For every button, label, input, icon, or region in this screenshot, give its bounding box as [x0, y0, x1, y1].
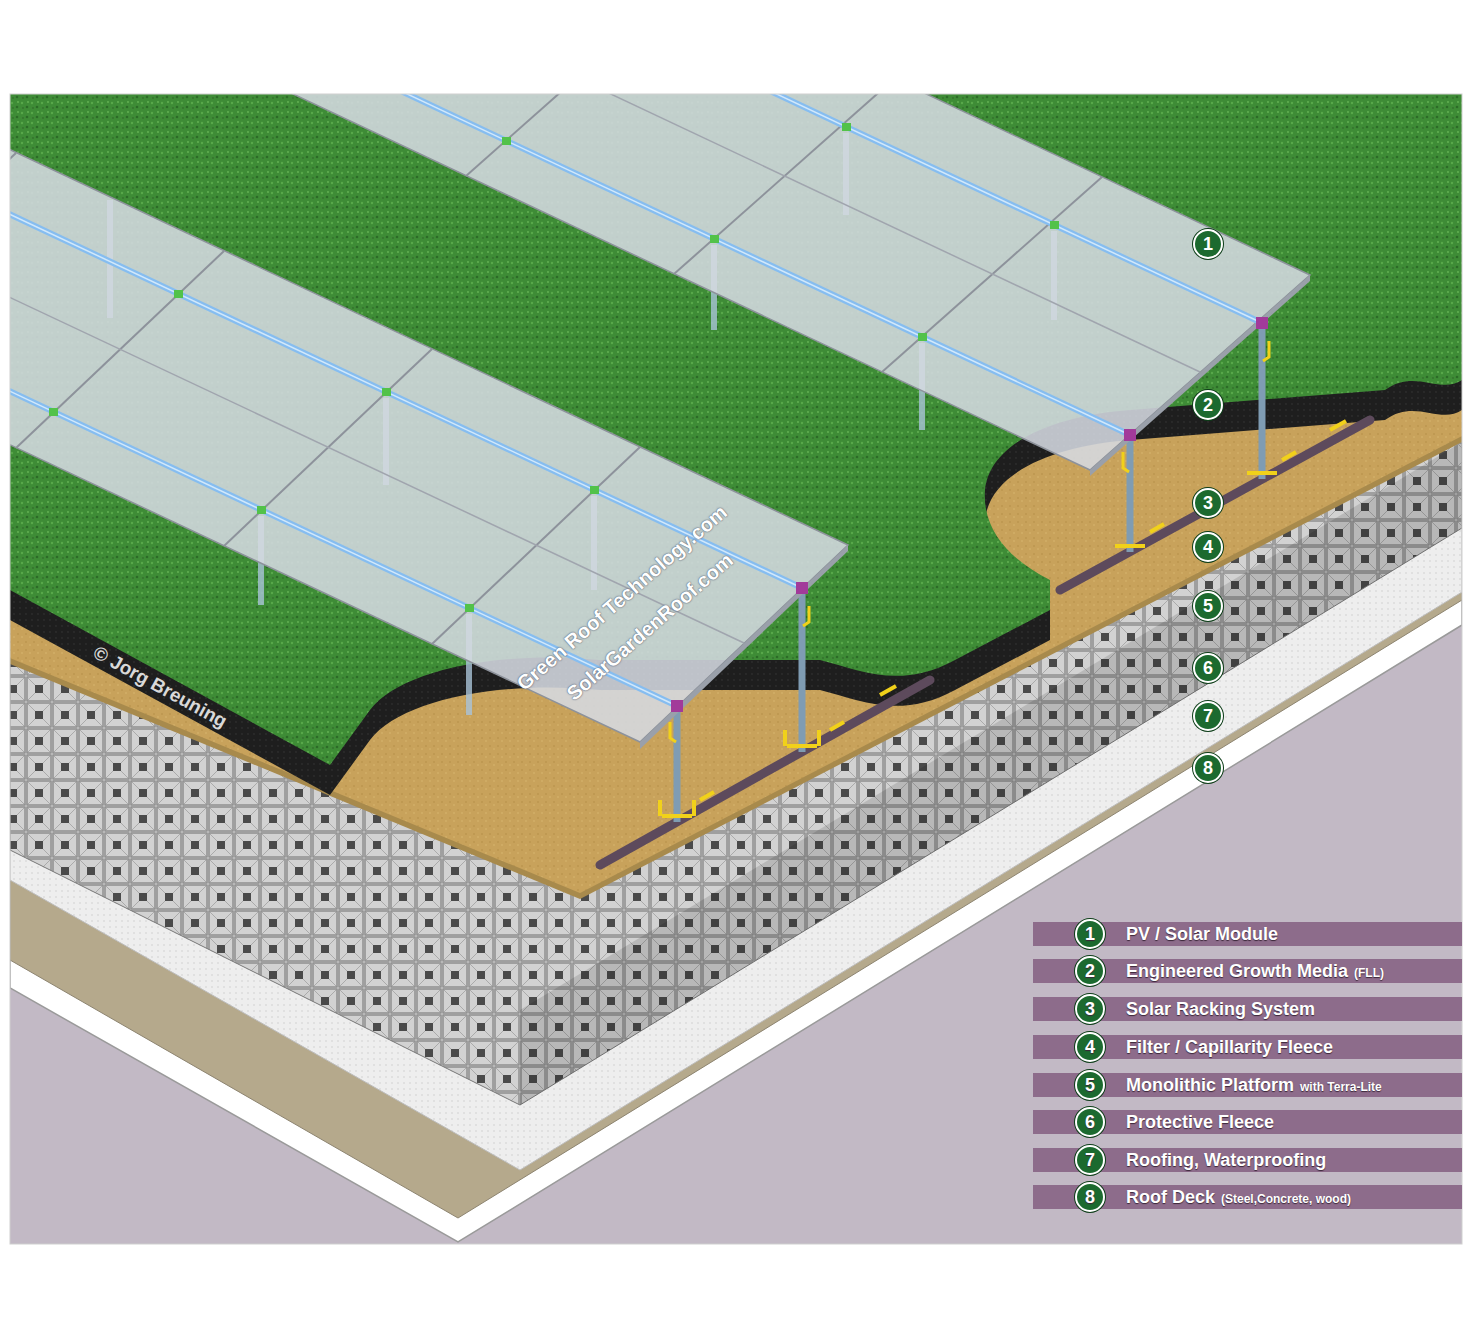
- clip: [1050, 221, 1059, 229]
- module-rail-highlight: [357, 94, 1262, 323]
- clip: [502, 137, 511, 145]
- post: [674, 712, 681, 822]
- clip: [918, 333, 927, 341]
- callout-circle: 7: [1075, 1145, 1105, 1175]
- rail-clamp: [700, 421, 1346, 800]
- callout-circle: 8: [1075, 1182, 1105, 1212]
- clip: [49, 408, 58, 416]
- clip: [465, 604, 474, 612]
- legend-band: Solar Racking System 3: [1033, 997, 1462, 1021]
- frame: [10, 94, 1462, 1244]
- callout-number: 7: [1203, 707, 1213, 725]
- callout-circle: 2: [1193, 390, 1223, 420]
- layer-name: Roof Deck: [1126, 1185, 1215, 1209]
- callout-circle: 8: [1193, 753, 1223, 783]
- callout-number: 2: [1085, 962, 1095, 980]
- callout-number: 7: [1085, 1151, 1095, 1169]
- rail-end-connector: [796, 582, 808, 594]
- callout-circle: 1: [1075, 919, 1105, 949]
- callout-circle: 4: [1193, 532, 1223, 562]
- callout-number: 5: [1203, 597, 1213, 615]
- layer-name: Solar Racking System: [1126, 997, 1315, 1021]
- clip: [174, 290, 183, 298]
- callout-circle: 1: [1193, 229, 1223, 259]
- layer-name: PV / Solar Module: [1126, 922, 1278, 946]
- layer-note: (FLL): [1354, 961, 1384, 985]
- callout-number: 6: [1085, 1113, 1095, 1131]
- panel-clips: [49, 290, 599, 612]
- legend-band: Filter / Capillarity Fleece 4: [1033, 1035, 1462, 1059]
- legend-band: Monolithic Platformwith Terra-Lite 5: [1033, 1073, 1462, 1097]
- callout-circle: 5: [1193, 591, 1223, 621]
- clip: [382, 388, 391, 396]
- callout-circle: 5: [1075, 1070, 1105, 1100]
- callout-number: 4: [1085, 1038, 1095, 1056]
- module-rail: [225, 94, 1130, 435]
- callout-circle: 3: [1193, 488, 1223, 518]
- callout-number: 6: [1203, 659, 1213, 677]
- clip: [257, 506, 266, 514]
- panel-joint: [10, 153, 16, 350]
- module-rail-highlight: [225, 94, 1130, 435]
- layer-name: Monolithic Platform: [1126, 1073, 1294, 1097]
- post: [1259, 329, 1266, 479]
- callout-circle: 6: [1075, 1107, 1105, 1137]
- rail-end-connector: [1124, 429, 1136, 441]
- pv-panel-row: [185, 94, 1310, 470]
- module-rails: [225, 94, 1262, 435]
- callout-number: 5: [1085, 1076, 1095, 1094]
- panel-edge: [640, 545, 848, 749]
- layer-name: Protective Fleece: [1126, 1110, 1274, 1134]
- legend-band: Roof Deck(Steel,Concrete, wood) 8: [1033, 1185, 1462, 1209]
- layer-name: Engineered Growth Media: [1126, 959, 1348, 983]
- panel-joints: [258, 94, 1200, 372]
- callout-number: 4: [1203, 538, 1213, 556]
- legend-band: PV / Solar Module 1: [1033, 922, 1462, 946]
- layer-note: with Terra-Lite: [1300, 1075, 1382, 1099]
- panel-row-back: [185, 94, 1310, 476]
- legend-band: Protective Fleece 6: [1033, 1110, 1462, 1134]
- callout-number: 1: [1085, 925, 1095, 943]
- callout-circle: 3: [1075, 994, 1105, 1024]
- rail-end-connector: [671, 700, 683, 712]
- callout-circle: 7: [1193, 701, 1223, 731]
- rail-end-connector: [1256, 317, 1268, 329]
- clip: [842, 123, 851, 131]
- callout-number: 1: [1203, 235, 1213, 253]
- legend-band: Roofing, Waterproofing 7: [1033, 1148, 1462, 1172]
- callout-circle: 6: [1193, 653, 1223, 683]
- post: [1127, 441, 1134, 552]
- callout-number: 3: [1203, 494, 1213, 512]
- clip: [590, 486, 599, 494]
- callout-circle: 4: [1075, 1032, 1105, 1062]
- panel-edge: [1090, 275, 1310, 476]
- module-rail: [357, 94, 1262, 323]
- callout-number: 3: [1085, 1000, 1095, 1018]
- layer-note: (Steel,Concrete, wood): [1221, 1187, 1351, 1211]
- layer-name: Roofing, Waterproofing: [1126, 1148, 1326, 1172]
- panel-joint: [674, 94, 894, 274]
- post: [799, 594, 806, 752]
- callout-number: 8: [1085, 1188, 1095, 1206]
- callout-circle: 2: [1075, 956, 1105, 986]
- clip: [710, 235, 719, 243]
- callout-number: 2: [1203, 396, 1213, 414]
- callout-number: 8: [1203, 759, 1213, 777]
- legend-band: Engineered Growth Media(FLL) 2: [1033, 959, 1462, 983]
- layer-name: Filter / Capillarity Fleece: [1126, 1035, 1333, 1059]
- panel-clips: [502, 123, 1059, 341]
- solar-racking: [10, 94, 1370, 865]
